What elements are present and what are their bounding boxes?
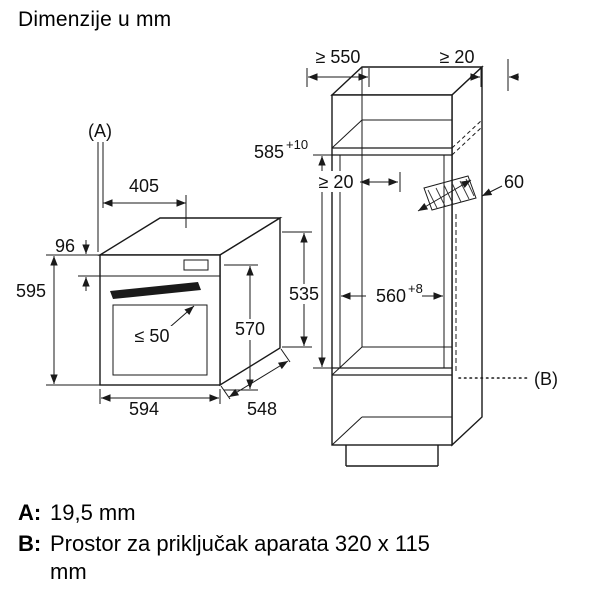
legend-value-b: Prostor za priključak aparata 320 x 115 … bbox=[50, 530, 430, 586]
dim-ge550: ≥ 550 bbox=[306, 47, 370, 87]
dim-a: (A) bbox=[88, 121, 112, 141]
dim-label-595: 595 bbox=[16, 281, 46, 301]
dim-label-le50: ≤ 50 bbox=[135, 326, 170, 346]
dim-label-96: 96 bbox=[55, 236, 75, 256]
legend-key-b: B: bbox=[18, 531, 42, 556]
dim-le50: ≤ 50 bbox=[129, 305, 195, 347]
dim-label-ge550: ≥ 550 bbox=[316, 47, 361, 67]
connection-area-hatch bbox=[417, 175, 477, 212]
oven-display bbox=[183, 259, 209, 271]
dim-label-535: 535 bbox=[289, 284, 319, 304]
dim-60: 60 bbox=[481, 172, 524, 197]
page-title: Dimenzije u mm bbox=[18, 8, 172, 31]
dim-b: (B) bbox=[534, 369, 558, 389]
dim-label-ge20-inner: ≥ 20 bbox=[319, 172, 354, 192]
dim-ge20-top: ≥ 20 bbox=[440, 47, 519, 91]
legend-item-b: B: Prostor za priključak aparata 320 x 1… bbox=[18, 530, 430, 586]
cabinet-drawing bbox=[330, 65, 529, 467]
dim-label-548: 548 bbox=[247, 399, 277, 419]
dim-label-ge20-top: ≥ 20 bbox=[440, 47, 475, 67]
dim-label-60: 60 bbox=[504, 172, 524, 192]
dim-label-560-tol: +8 bbox=[408, 281, 423, 296]
dim-405: 405 bbox=[103, 176, 187, 228]
oven-door-window bbox=[112, 304, 208, 376]
dim-label-560: 560 bbox=[376, 286, 406, 306]
legend-value-a: 19,5 mm bbox=[50, 500, 136, 525]
dim-label-a: (A) bbox=[88, 121, 112, 141]
dim-ge20-inner: ≥ 20 bbox=[314, 171, 401, 192]
dim-548: 548 bbox=[220, 348, 291, 419]
oven-drawing bbox=[97, 142, 283, 387]
dim-594: 594 bbox=[99, 389, 221, 419]
dim-label-570: 570 bbox=[235, 319, 265, 339]
legend-value-b-line1: Prostor za priključak aparata 320 x 115 bbox=[50, 531, 430, 556]
legend-value-b-line2: mm bbox=[50, 559, 87, 584]
dim-label-585-tol: +10 bbox=[286, 137, 308, 152]
dim-label-594: 594 bbox=[129, 399, 159, 419]
dim-label-b: (B) bbox=[534, 369, 558, 389]
dim-535: 535 bbox=[282, 231, 319, 348]
dim-560: 560 +8 bbox=[341, 281, 443, 306]
dim-595: 595 bbox=[16, 254, 100, 386]
dim-570: 570 bbox=[224, 264, 266, 391]
oven-door-handle bbox=[110, 282, 201, 299]
dim-label-585: 585 bbox=[254, 142, 284, 162]
legend-key-a: A: bbox=[18, 500, 42, 525]
legend-item-a: A: 19,5 mm bbox=[18, 499, 430, 527]
dim-96: 96 bbox=[55, 236, 100, 291]
dim-585: 585 +10 bbox=[254, 137, 332, 369]
legend: A: 19,5 mm B: Prostor za priključak apar… bbox=[18, 499, 430, 589]
dim-label-405: 405 bbox=[129, 176, 159, 196]
